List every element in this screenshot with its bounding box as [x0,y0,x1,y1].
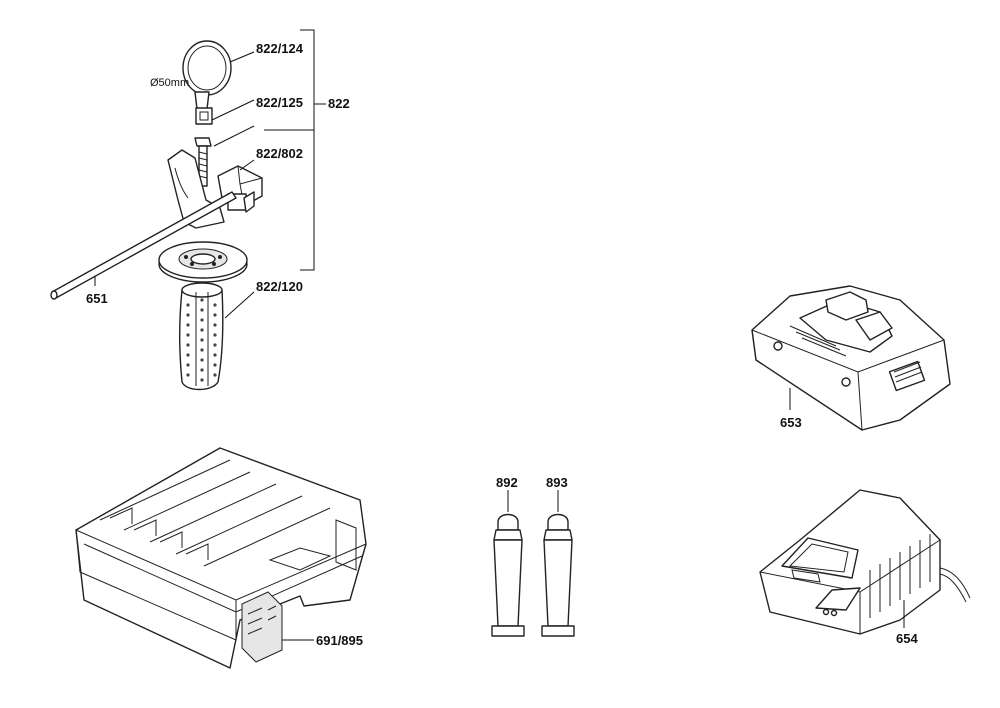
label-822: 822 [328,96,350,111]
grease-tube-892-icon [491,490,525,637]
label-893: 893 [546,475,568,490]
label-822-125: 822/125 [256,95,303,110]
label-691-895: 691/895 [316,633,363,648]
label-892: 892 [496,475,518,490]
handle-disc-icon [158,241,248,283]
label-653: 653 [780,415,802,430]
handle-holder-icon [167,149,263,229]
grease-tube-893-icon [541,490,575,637]
label-651: 651 [86,291,108,306]
label-822-802: 822/802 [256,146,303,161]
label-654: 654 [896,631,918,646]
battery-charger-icon [759,489,971,635]
side-handle-assembly [50,29,326,391]
carrying-case-icon [75,447,367,669]
label-822-120: 822/120 [256,279,303,294]
side-handle-icon [178,282,224,391]
label-822-124: 822/124 [256,41,304,56]
depth-stop-rod-icon [50,191,237,300]
label-diameter-50mm: Ø50mm [150,77,189,89]
battery-pack-icon [751,285,951,431]
clamp-band-icon [182,40,232,125]
